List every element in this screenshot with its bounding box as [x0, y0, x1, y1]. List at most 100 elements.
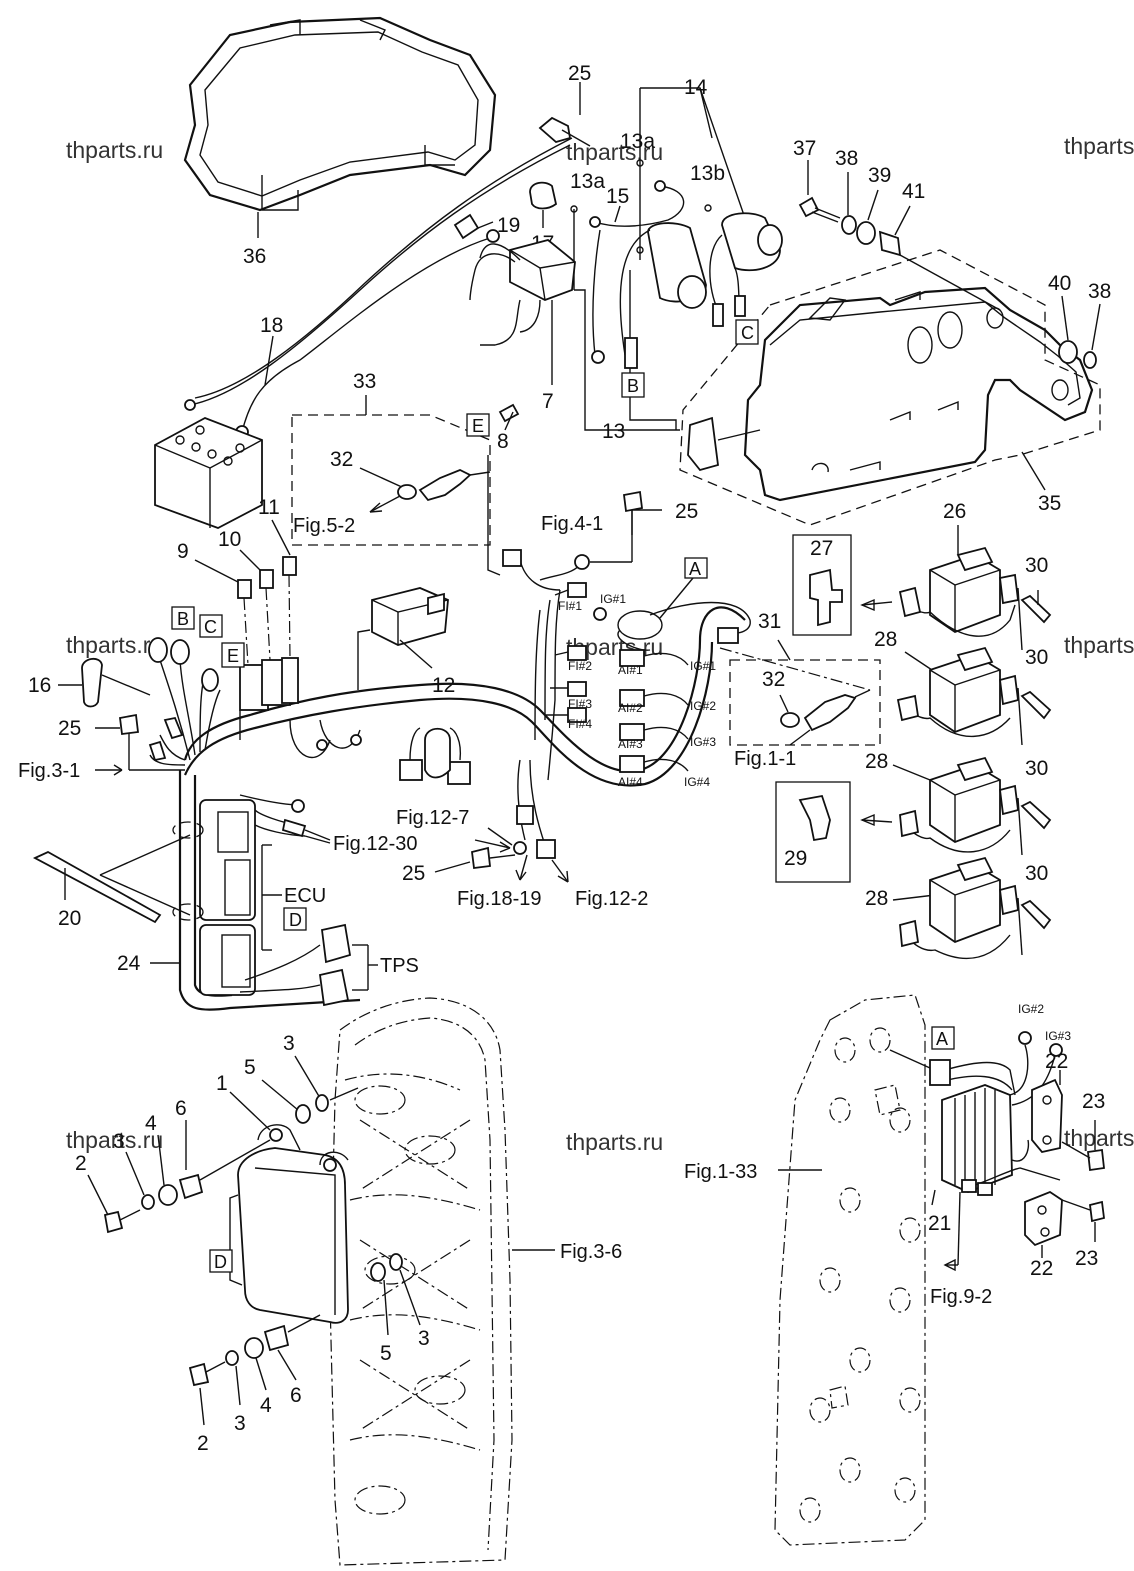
fig-ref-1-1: Fig.1-1: [734, 748, 796, 770]
box-letter-a-rectifier: A: [936, 1029, 948, 1049]
callout-3-right: 3: [418, 1327, 430, 1350]
group-33: 33 32 Fig.5-2 E: [291, 370, 491, 546]
harness-label-ig2-rectifier: IG#2: [1018, 1002, 1044, 1016]
callout-5-bottom: 5: [380, 1342, 392, 1365]
callout-15: 15: [606, 185, 629, 208]
watermark-8: thparts.ru: [566, 1129, 663, 1155]
callout-26: 26: [943, 500, 966, 523]
callout-11: 11: [258, 496, 280, 519]
harness-label-fi2: FI#2: [568, 659, 592, 673]
callout-16: 16: [28, 674, 51, 697]
callout-13a-2: 13a: [570, 170, 605, 193]
engine-block-right: Fig.1-33: [684, 994, 926, 1546]
cover-36: 36: [183, 16, 497, 268]
part-19: 19: [453, 213, 520, 240]
callout-40: 40: [1048, 272, 1071, 295]
box-letter-d-harness: D: [289, 910, 302, 930]
callout-22-top: 22: [1045, 1050, 1068, 1073]
callout-4-bottom: 4: [260, 1394, 272, 1417]
callout-41: 41: [902, 180, 925, 203]
harness-label-fi1: FI#1: [558, 599, 582, 613]
box-letter-c-harness: C: [204, 617, 217, 637]
box-letter-e-top: E: [472, 416, 484, 436]
callout-32-b: 32: [762, 668, 785, 691]
harness-24: ECU D TPS 24: [117, 455, 751, 1011]
fig-ref-3-1: Fig.3-1: [18, 760, 80, 782]
engine-block-left: Fig.3-6: [329, 997, 622, 1566]
ecu-mount: D 1 5 3 2 3 4 6 2 3: [75, 1032, 430, 1455]
fig-ref-4-1: Fig.4-1: [541, 513, 603, 535]
rectifier-21: IG#2 IG#3 A Fig.9-2 21 22 23 22: [889, 1002, 1105, 1308]
box-letter-d-ecu: D: [214, 1252, 227, 1272]
callout-30-3: 30: [1025, 757, 1048, 780]
callout-1: 1: [216, 1072, 228, 1095]
callout-10: 10: [218, 528, 241, 551]
fig-ref-12-30: Fig.12-30: [333, 833, 418, 855]
callout-6-top: 6: [175, 1097, 187, 1120]
callout-3-left: 3: [113, 1130, 125, 1153]
callout-38-a: 38: [835, 147, 858, 170]
callout-19: 19: [497, 214, 520, 237]
callout-35: 35: [1038, 492, 1061, 515]
harness-label-ig4: IG#4: [684, 775, 710, 789]
watermark-6: thparts.ru: [1064, 632, 1134, 658]
relay-group-13-14: 14 13a 13a 13b 13b 13 15: [570, 76, 783, 443]
callout-3-top: 3: [283, 1032, 295, 1055]
callout-21: 21: [928, 1212, 951, 1235]
harness-label-ai1: AI#1: [618, 663, 643, 677]
fig-ref-5-2: Fig.5-2: [293, 515, 355, 537]
callout-29: 29: [784, 847, 807, 870]
part-16: 16: [28, 658, 151, 708]
callout-13b-1: 13b: [690, 162, 725, 185]
harness-label-ai4: AI#4: [618, 775, 643, 789]
callout-25-top: 25: [568, 62, 591, 85]
coils: 26 27 29 30 28: [775, 500, 1052, 960]
harness-label-ig3-rectifier: IG#3: [1045, 1029, 1071, 1043]
bracket-35: 35 C: [679, 249, 1101, 526]
box-letter-a-harness: A: [689, 559, 701, 579]
callout-22-bottom: 22: [1030, 1257, 1053, 1280]
fig-ref-3-6: Fig.3-6: [560, 1241, 622, 1263]
callout-5-top: 5: [244, 1056, 256, 1079]
callout-30-4: 30: [1025, 862, 1048, 885]
harness-label-fi3: FI#3: [568, 697, 592, 711]
bolt-37-39-41: 37 38 39 41: [793, 137, 1001, 311]
harness-label-ig2: IG#2: [690, 699, 716, 713]
callout-3-bottom: 3: [234, 1412, 246, 1435]
callout-39: 39: [868, 164, 891, 187]
fuses-9-10-11: 9 10 11 B C E B: [171, 372, 645, 668]
callout-38-b: 38: [1088, 280, 1111, 303]
callout-36: 36: [243, 245, 266, 268]
watermark-4: thparts.ru: [66, 632, 163, 658]
harness-label-ecu: ECU: [284, 885, 326, 907]
callout-4-top: 4: [145, 1112, 157, 1135]
callout-23-top: 23: [1082, 1090, 1105, 1113]
callout-30-2: 30: [1025, 646, 1048, 669]
callout-7: 7: [542, 390, 554, 413]
watermark-1: thparts.ru: [66, 137, 163, 163]
callout-25-mid: 25: [675, 500, 698, 523]
callout-20: 20: [58, 907, 81, 930]
fig-ref-12-2: Fig.12-2: [575, 888, 648, 910]
callout-25-low: 25: [402, 862, 425, 885]
box-letter-b-harness: B: [177, 609, 189, 629]
fig-ref-18-19: Fig.18-19: [457, 888, 542, 910]
callout-33: 33: [353, 370, 376, 393]
box-letter-c-top: C: [741, 323, 754, 343]
watermark-3: thparts.ru: [1064, 133, 1134, 159]
tie-20: 20: [32, 821, 204, 930]
bolt-25-top: 25: [538, 62, 591, 147]
callout-37: 37: [793, 137, 816, 160]
bolt-25-left: 25 Fig.3-1: [18, 713, 185, 782]
callout-13: 13: [602, 420, 625, 443]
watermark-2: thparts.ru: [566, 139, 663, 165]
harness-label-fi4: FI#4: [568, 717, 592, 731]
fig-ref-1-33: Fig.1-33: [684, 1161, 757, 1183]
relay-7: 7 8: [469, 239, 576, 453]
callout-27: 27: [810, 537, 833, 560]
callout-28-3: 28: [865, 887, 888, 910]
callout-9: 9: [177, 540, 189, 563]
harness-label-ig1: IG#1: [690, 659, 716, 673]
callout-24: 24: [117, 952, 141, 975]
